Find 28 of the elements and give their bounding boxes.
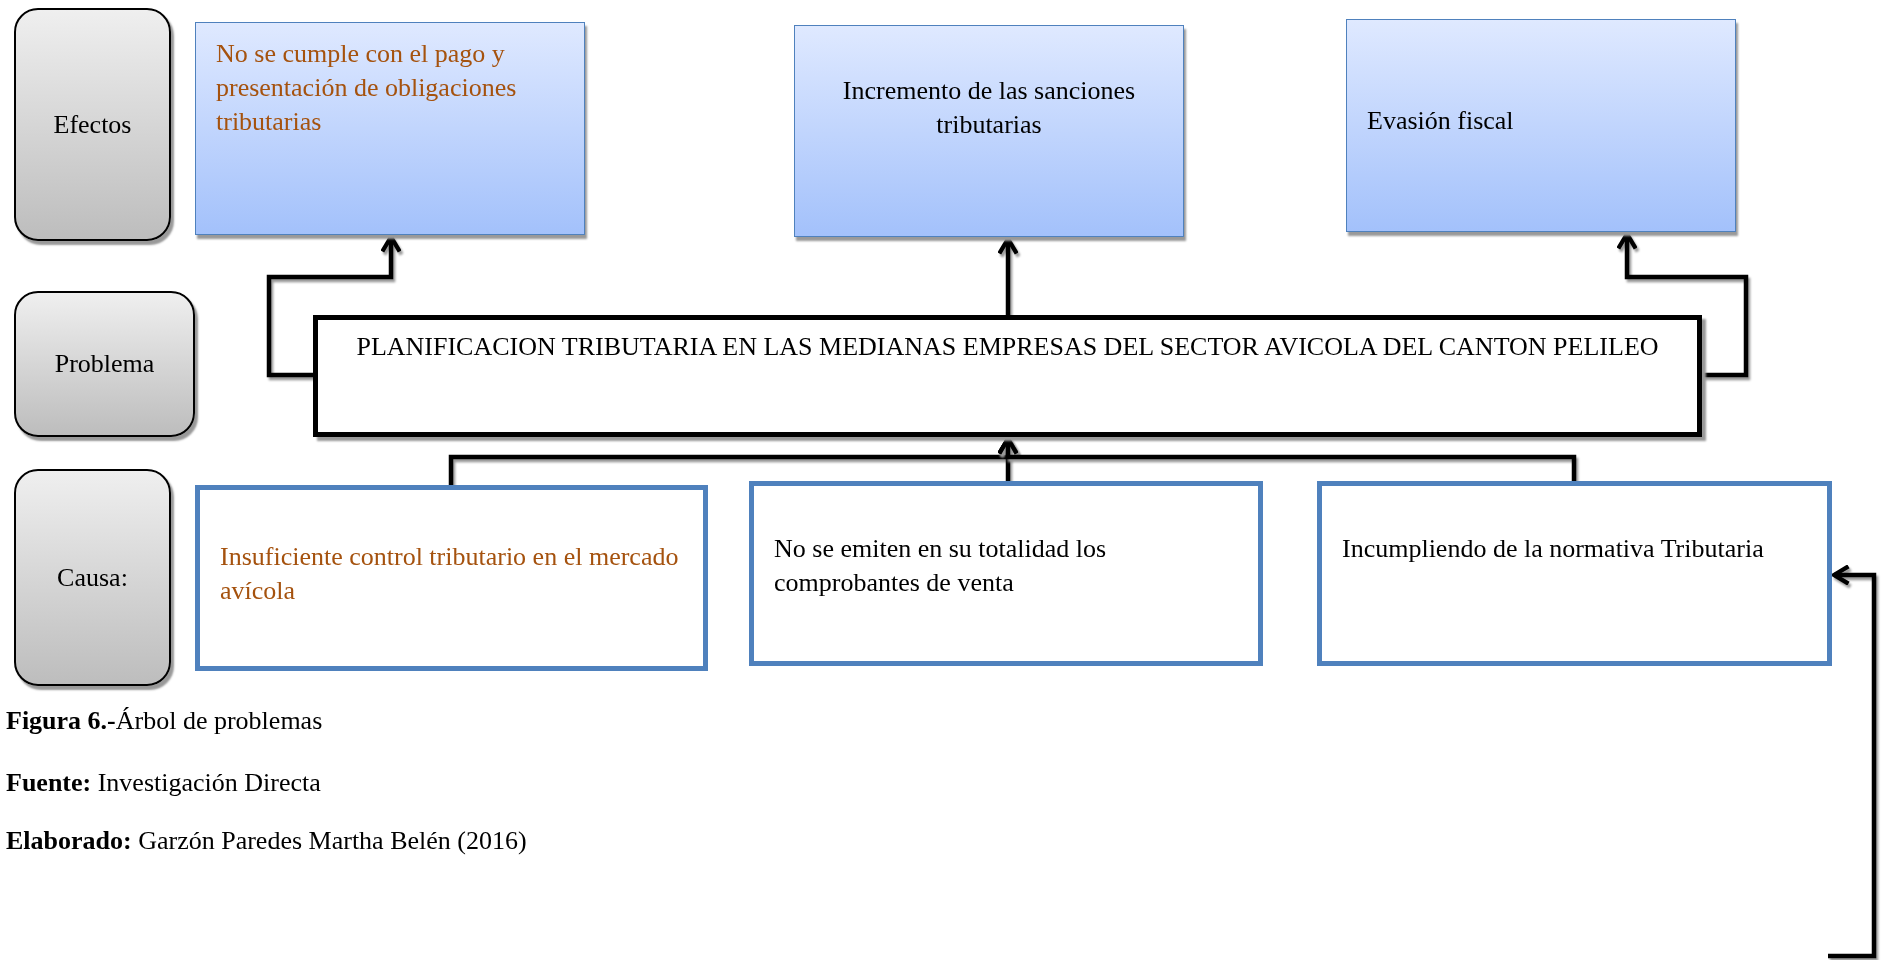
arrow xyxy=(266,234,402,378)
effect-box xyxy=(794,25,1184,237)
box-text: Evasión fiscal xyxy=(1367,105,1514,137)
category-label-box xyxy=(14,8,171,241)
row-label: Problema xyxy=(54,348,155,381)
category-label-box xyxy=(14,469,171,686)
row-label: Efectos xyxy=(53,108,132,141)
box-text: No se emiten en su totalidad los comprobantes de venta xyxy=(774,533,1108,599)
effect-box xyxy=(195,22,585,235)
cause-box xyxy=(195,485,708,671)
box-text: No se cumple con el pago y presentación de obligaciones tributarias xyxy=(216,38,518,138)
box-text: Incumpliendo de la normativa Tributaria xyxy=(1342,533,1764,565)
problem-statement: PLANIFICACION TRIBUTARIA EN LAS MEDIANAS EMPRESAS DEL SECTOR AVICOLA DEL CANTON PELILEO xyxy=(356,331,1659,363)
category-label-box xyxy=(14,291,195,437)
cause-box xyxy=(1317,481,1832,666)
caption-text: Fuente: Investigación Directa xyxy=(6,768,321,798)
caption-text: Elaborado: Garzón Paredes Martha Belén (2016) xyxy=(6,826,527,856)
arrow xyxy=(997,236,1019,315)
effect-box xyxy=(1346,19,1736,232)
caption-text: Figura 6.-Árbol de problemas xyxy=(6,706,323,736)
box-text: Insuficiente control tributario en el mercado avícola xyxy=(220,541,680,607)
row-label: Causa: xyxy=(57,561,128,594)
problem-box xyxy=(313,315,1702,437)
box-text: Incremento de las sanciones tributarias xyxy=(841,75,1137,141)
cause-box xyxy=(749,481,1263,666)
arrow xyxy=(1828,564,1877,959)
arrow xyxy=(1616,231,1749,378)
arrow xyxy=(997,436,1577,481)
